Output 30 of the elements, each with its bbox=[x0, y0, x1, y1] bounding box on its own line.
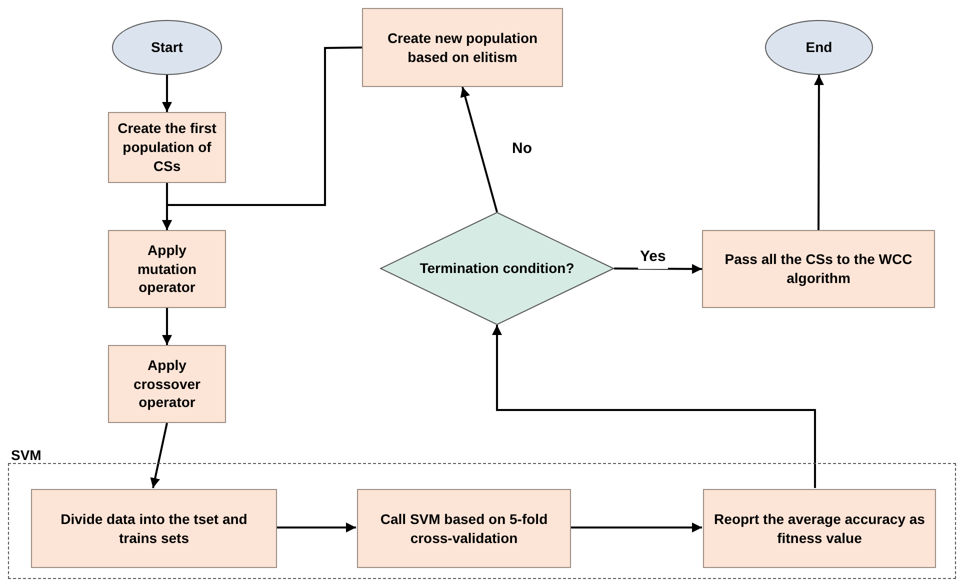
arrow bbox=[162, 308, 172, 345]
process-box bbox=[357, 489, 571, 568]
node-text: Termination condition? bbox=[420, 259, 574, 278]
node-text: SVM bbox=[11, 447, 42, 463]
node-text: Apply crossover operator bbox=[132, 356, 202, 412]
node-text: Create the first population of CSs bbox=[117, 119, 217, 176]
arrow bbox=[162, 46, 362, 230]
arrow bbox=[460, 86, 498, 212]
node-text: Start bbox=[151, 38, 183, 57]
arrow bbox=[162, 75, 172, 112]
process-box bbox=[362, 8, 563, 87]
process-box bbox=[108, 345, 226, 423]
node-text: Create new population based on elitism bbox=[386, 28, 539, 66]
arrow bbox=[814, 75, 824, 230]
process-box bbox=[31, 489, 277, 568]
node-text: Pass all the CSs to the WCC algorithm bbox=[724, 250, 914, 288]
process-box bbox=[703, 489, 936, 568]
node-text: Reoprt the average accuracy as fitness value bbox=[713, 510, 926, 548]
process-box bbox=[702, 230, 935, 308]
process-box bbox=[108, 230, 226, 308]
arrow bbox=[570, 522, 702, 532]
arrow bbox=[492, 325, 816, 488]
node-text: Call SVM based on 5-fold cross-validation bbox=[379, 510, 549, 548]
process-box bbox=[108, 112, 226, 183]
node-text: End bbox=[806, 38, 832, 57]
arrow bbox=[276, 522, 356, 532]
arrow bbox=[614, 264, 702, 274]
node-text: Divide data into the tset and trains sets bbox=[60, 510, 248, 548]
arrow bbox=[150, 422, 168, 488]
node-text: Apply mutation operator bbox=[136, 240, 198, 298]
